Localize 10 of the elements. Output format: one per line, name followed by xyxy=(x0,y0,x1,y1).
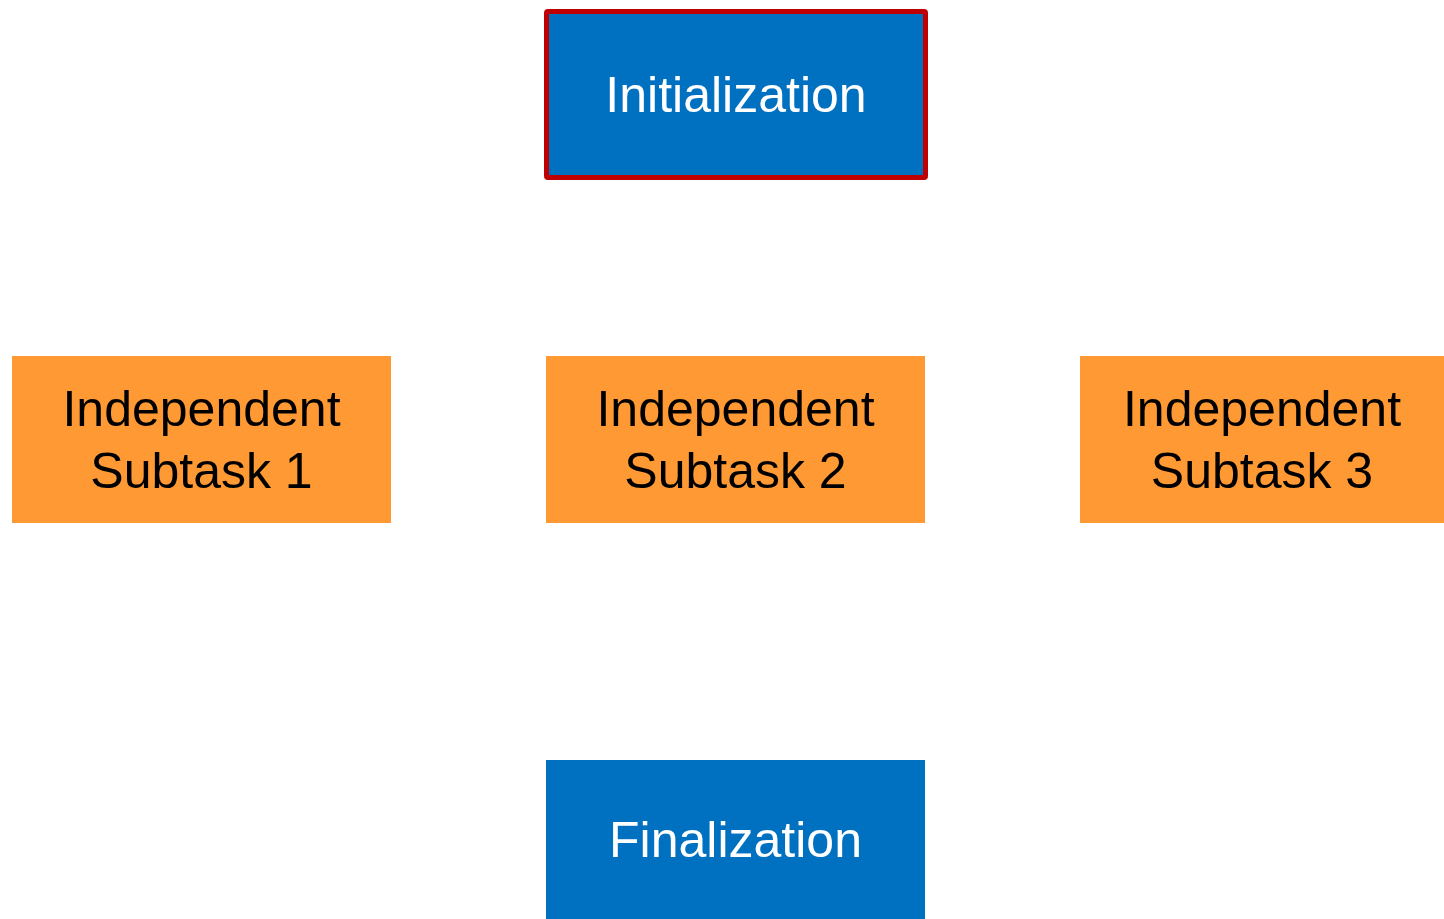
task-box xyxy=(1080,356,1444,523)
end-box xyxy=(546,760,925,919)
box-label: Independent Subtask 3 xyxy=(1121,379,1403,501)
box-label: Independent Subtask 2 xyxy=(595,379,876,501)
start-box xyxy=(544,9,928,180)
box-label: Independent Subtask 1 xyxy=(61,379,342,501)
task-box xyxy=(546,356,925,523)
box-label: Initialization xyxy=(605,65,867,125)
box-label: Finalization xyxy=(609,810,862,870)
task-box xyxy=(12,356,391,523)
